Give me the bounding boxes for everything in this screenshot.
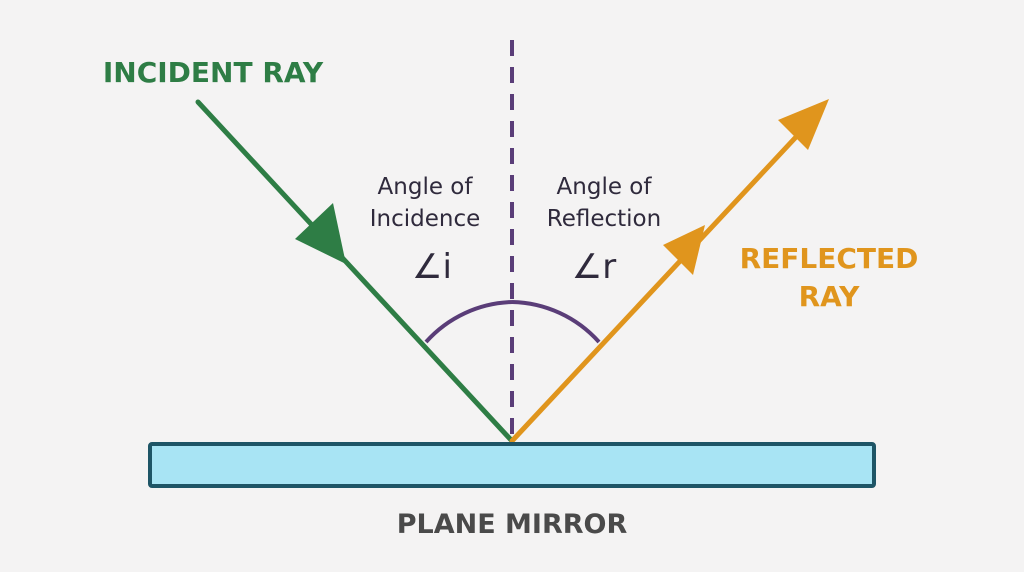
incident-ray (195, 99, 515, 444)
angle-incidence-label-line1: Angle of (378, 174, 474, 200)
angle-incidence-label-line2: Incidence (370, 206, 481, 232)
angle-reflection-arc (511, 300, 601, 344)
angle-reflection-label-line1: Angle of (557, 174, 653, 200)
angle-reflection-symbol: ∠r (572, 247, 616, 287)
angle-reflection-label-line2: Reflection (547, 206, 661, 232)
angle-incidence-arc (424, 300, 513, 344)
angle-incidence-symbol: ∠i (412, 247, 452, 287)
reflected-ray-label-line2: RAY (799, 280, 861, 313)
reflected-ray-label-line1: REFLECTED (740, 242, 919, 275)
plane-mirror-label: PLANE MIRROR (397, 509, 628, 540)
incident-arrowhead-icon (295, 203, 346, 264)
incident-ray-label: INCIDENT RAY (103, 56, 324, 89)
plane-mirror (148, 442, 876, 488)
reflected-arrowhead-icon (663, 225, 705, 275)
reflected-arrowtip-icon (778, 99, 829, 150)
reflected-ray (509, 119, 813, 444)
